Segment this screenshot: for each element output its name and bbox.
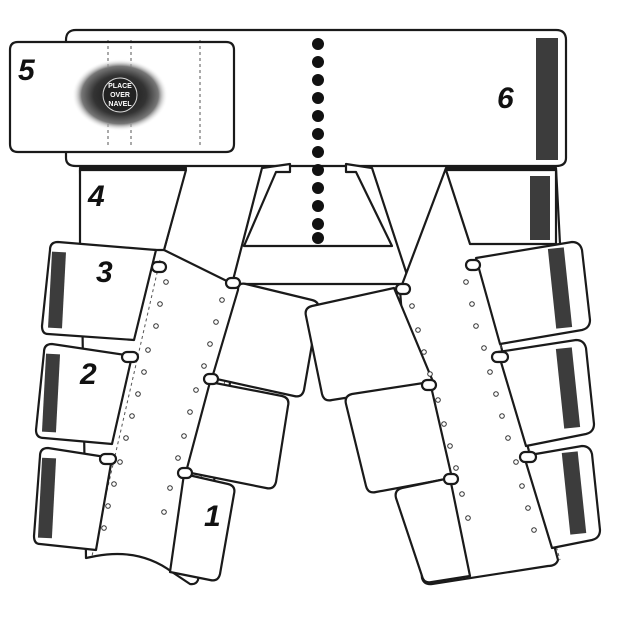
right-middle-strip	[555, 347, 581, 429]
panel-label-6: 6	[497, 82, 514, 115]
svg-text:OVER: OVER	[110, 92, 130, 99]
panel-1-strip	[37, 457, 57, 539]
svg-text:NAVEL: NAVEL	[108, 101, 132, 108]
right-upper-strip	[547, 247, 573, 329]
center-dot-line	[312, 38, 324, 244]
svg-text:PLACE: PLACE	[108, 83, 132, 90]
left-leg-tab-middle	[184, 380, 290, 490]
right-leg	[304, 166, 602, 586]
left-leg-tab-lower	[168, 472, 236, 582]
right-top-strip	[530, 176, 550, 240]
panel-4	[78, 168, 188, 252]
panel-label-2: 2	[79, 358, 97, 391]
navel-marker: PLACE OVER NAVEL	[72, 59, 168, 131]
panel-label-3: 3	[96, 256, 113, 289]
panel-label-1: 1	[204, 500, 221, 533]
left-leg: 4 3 2 1	[32, 166, 320, 586]
panel-3	[40, 240, 158, 342]
right-lower-strip	[561, 451, 587, 535]
right-leg-tab-lower	[394, 476, 472, 584]
left-leg-holes	[101, 279, 225, 531]
panel-2-strip	[41, 353, 61, 433]
panel-5-flap: PLACE OVER NAVEL 5	[8, 40, 236, 154]
right-leg-holes	[409, 279, 537, 533]
panel-3-strip	[48, 251, 66, 329]
panel-2	[34, 342, 134, 446]
panel-label-4: 4	[87, 180, 105, 213]
belt-velcro-strip	[536, 38, 558, 160]
panel-label-5: 5	[18, 54, 36, 87]
